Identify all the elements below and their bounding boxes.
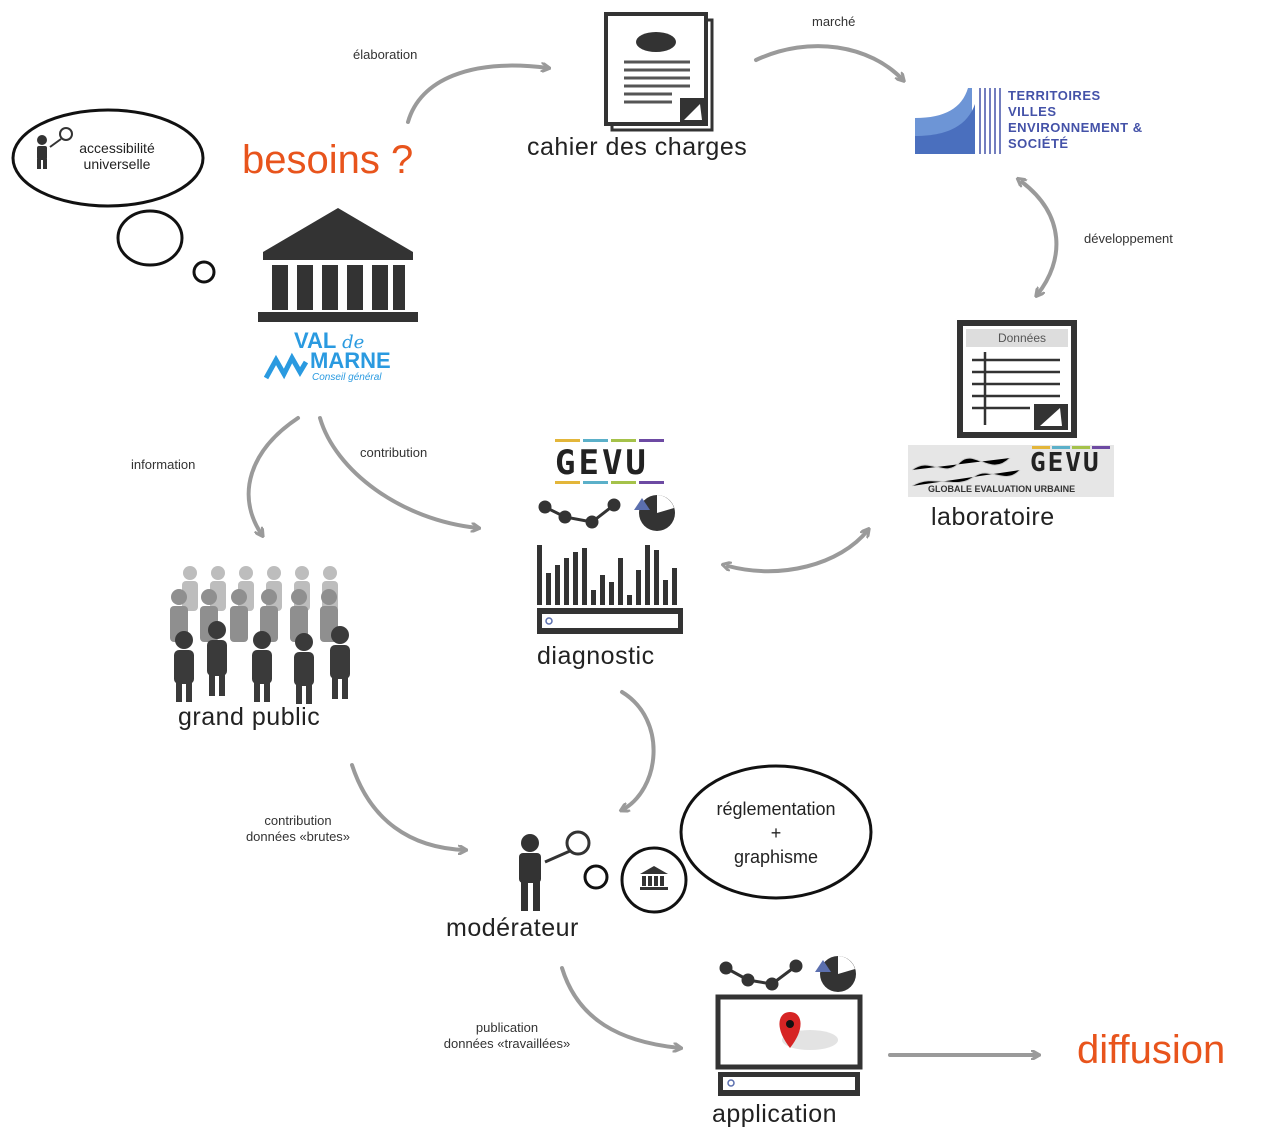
- arrow-marche: [754, 44, 903, 80]
- contribution-brutes-line-1: contribution: [264, 813, 332, 828]
- valdemarne-de: de: [342, 332, 365, 353]
- valdemarne-marne: MARNE: [310, 348, 391, 373]
- edge-label-elaboration: élaboration: [353, 47, 418, 62]
- edge-label-marche: marché: [812, 14, 856, 29]
- arrow-publication: [560, 966, 680, 1048]
- tves-line-1: TERRITOIRES: [1008, 88, 1101, 103]
- valdemarne-conseil: Conseil général: [312, 372, 382, 383]
- cahier-label: cahier des charges: [527, 133, 748, 161]
- reglementation-line-1: réglementation: [716, 799, 836, 819]
- small-building-icon: [640, 866, 668, 890]
- arrow-elaboration: [406, 66, 548, 124]
- person-magnifier-icon: [37, 127, 73, 169]
- arrow-diagnostic-moderateur: [622, 690, 656, 810]
- arrow-information: [246, 416, 300, 535]
- accessibility-bubble-text: accessibilité universelle: [62, 140, 172, 172]
- accessibility-line-1: accessibilité: [79, 140, 155, 156]
- edge-label-contribution-brutes: contribution données «brutes»: [218, 813, 378, 845]
- tves-logo-text: TERRITOIRES VILLES ENVIRONNEMENT & SOCIÉ…: [1008, 88, 1143, 152]
- arrow-developpement: [1022, 182, 1059, 295]
- publication-line-2: données «travaillées»: [443, 1036, 571, 1051]
- publication-line-1: publication: [475, 1020, 539, 1035]
- valdemarne-val: VAL: [294, 328, 336, 353]
- reglementation-line-2: +: [770, 823, 782, 843]
- gevu-lab-logo: GEVU: [1030, 448, 1101, 478]
- reglementation-bubble-text: réglementation + graphisme: [680, 797, 872, 869]
- arrow-diagnostic-laboratoire: [728, 530, 868, 574]
- moderateur-label: modérateur: [446, 914, 579, 942]
- tves-line-2: VILLES: [1008, 104, 1057, 119]
- edge-label-developpement: développement: [1084, 231, 1173, 246]
- grand-public-label: grand public: [178, 703, 321, 731]
- edge-label-contribution: contribution: [360, 445, 428, 460]
- edge-label-publication: publication données «travaillées»: [412, 1020, 602, 1052]
- edge-label-information: information: [131, 457, 196, 472]
- gevu-lab-subtitle: GLOBALE EVALUATION URBAINE: [928, 484, 1076, 494]
- laboratoire-label: laboratoire: [931, 503, 1055, 531]
- reglementation-line-3: graphisme: [733, 847, 819, 867]
- accessibility-line-2: universelle: [83, 156, 151, 172]
- diffusion-label: diffusion: [1077, 1028, 1226, 1072]
- donnees-label: Données: [997, 331, 1047, 345]
- arrow-contribution-brutes: [350, 763, 465, 850]
- valdemarne-mark-icon: [264, 352, 308, 380]
- tves-line-4: SOCIÉTÉ: [1008, 136, 1069, 151]
- besoins-label: besoins ?: [242, 138, 414, 182]
- tves-line-3: ENVIRONNEMENT &: [1008, 120, 1143, 135]
- arrow-contribution: [318, 416, 478, 528]
- diagnostic-label: diagnostic: [537, 642, 655, 670]
- contribution-brutes-line-2: données «brutes»: [245, 829, 351, 844]
- gevu-logo: GEVU: [555, 443, 649, 483]
- application-label: application: [712, 1100, 838, 1128]
